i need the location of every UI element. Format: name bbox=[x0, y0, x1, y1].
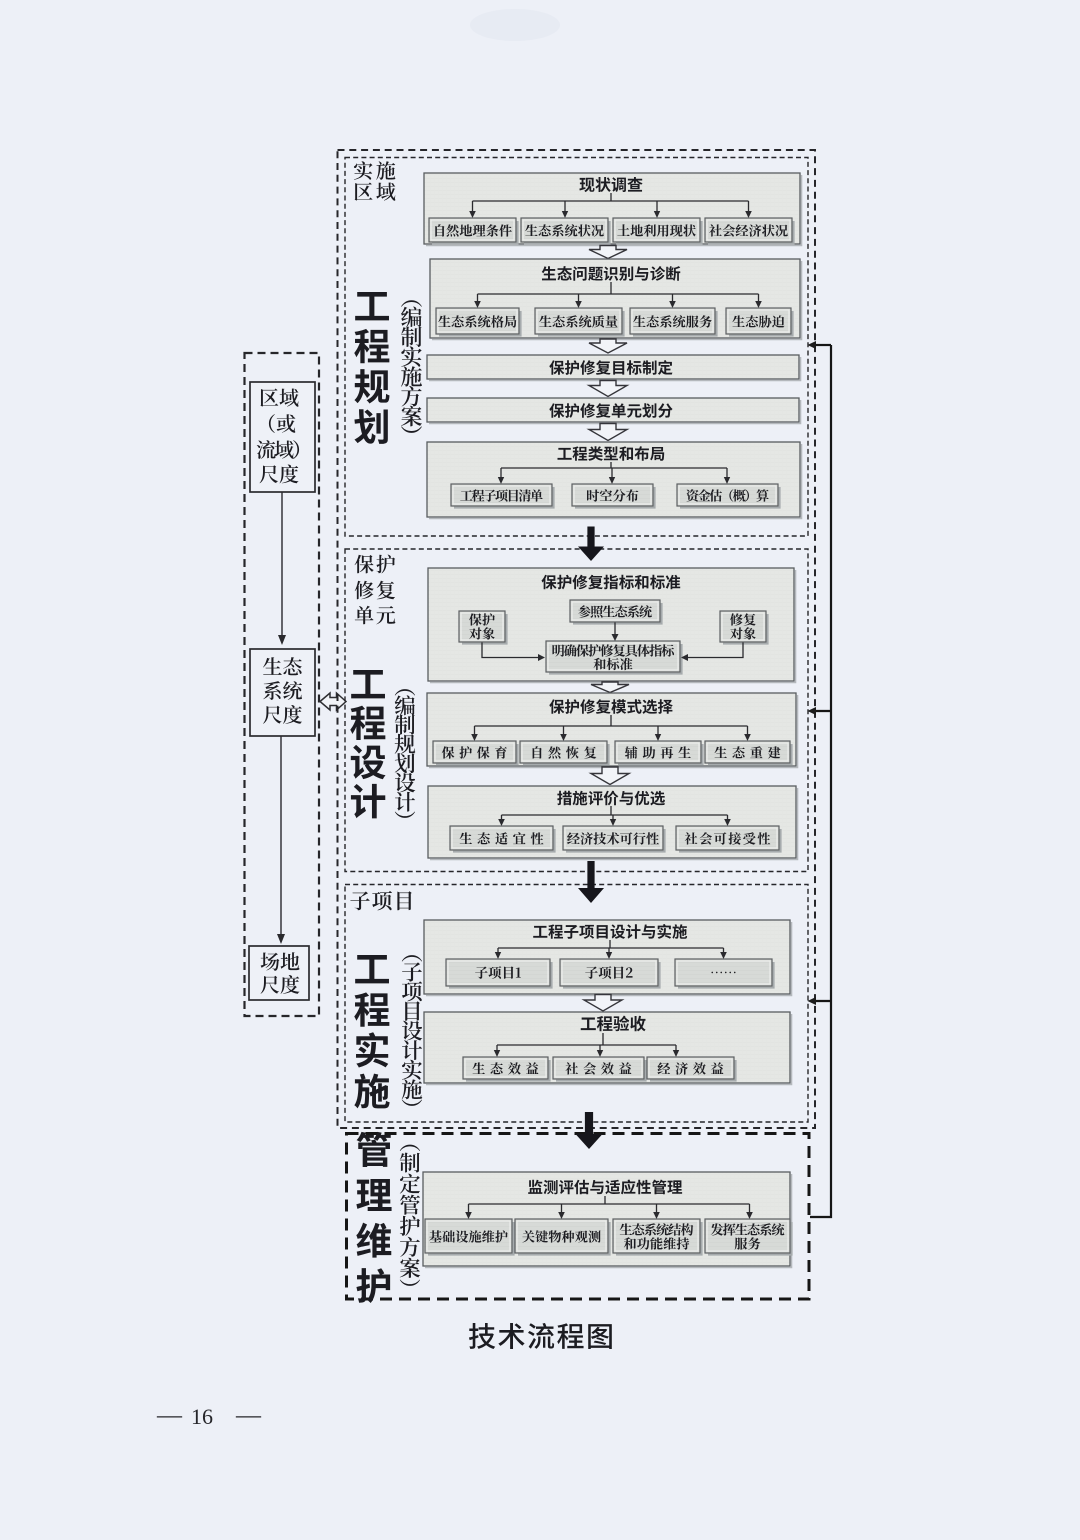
svg-text:—: — bbox=[235, 1402, 262, 1429]
svg-text:16: 16 bbox=[191, 1404, 213, 1429]
svg-text:—: — bbox=[156, 1402, 183, 1429]
